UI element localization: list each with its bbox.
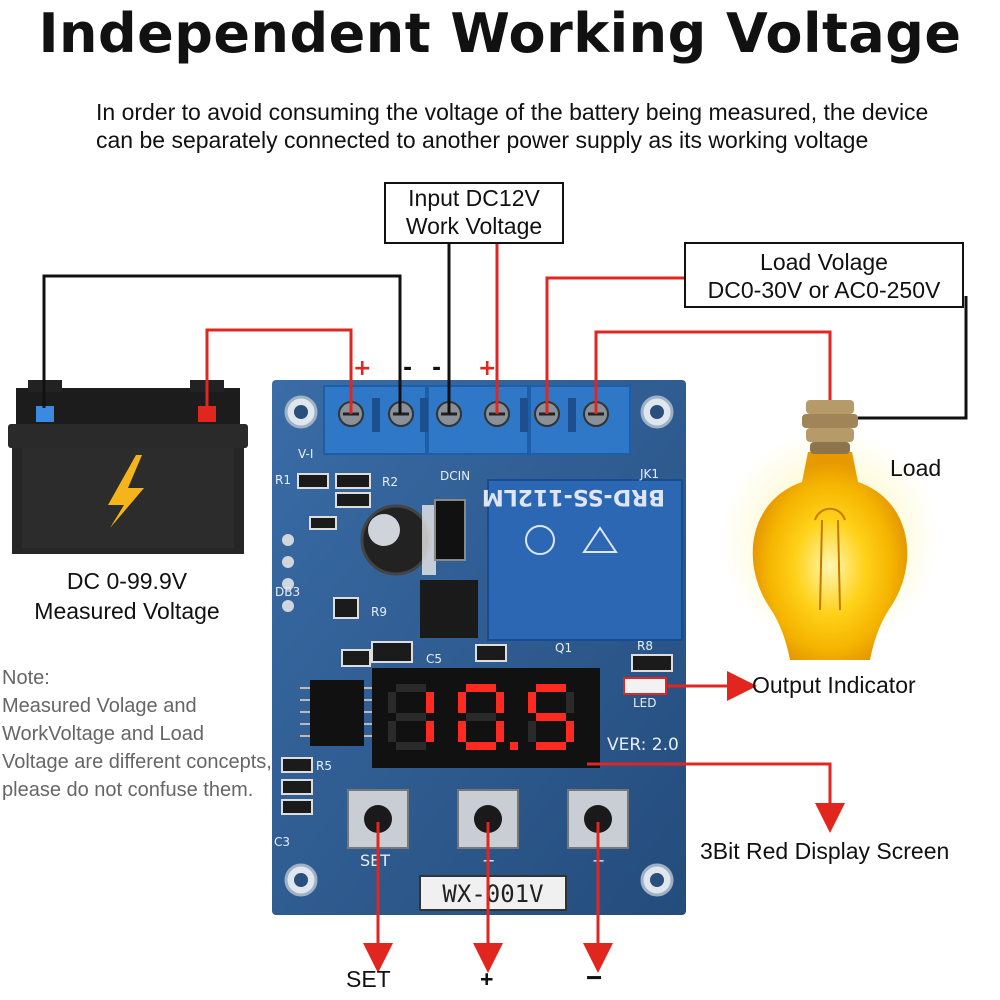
input-callout-line1: Input DC12V bbox=[408, 185, 540, 211]
terminal-mark-3: - bbox=[432, 356, 441, 381]
display-segment bbox=[396, 713, 426, 721]
board-model: WX-001V bbox=[442, 880, 543, 908]
display-segment bbox=[528, 721, 536, 742]
display-segment bbox=[458, 692, 466, 713]
terminal-mark-2: - bbox=[403, 356, 412, 381]
display-segment bbox=[466, 684, 496, 692]
display-segment bbox=[536, 713, 566, 721]
silk-jk1: JK1 bbox=[639, 467, 659, 481]
display-segment bbox=[566, 721, 574, 742]
display-digits bbox=[388, 684, 574, 750]
display-segment bbox=[496, 721, 504, 742]
display-segment bbox=[528, 692, 536, 713]
silk-q1: Q1 bbox=[555, 641, 572, 655]
input-callout-line2: Work Voltage bbox=[405, 213, 543, 239]
display-segment bbox=[388, 721, 396, 742]
lightning-icon bbox=[108, 455, 144, 528]
display-segment bbox=[426, 692, 434, 713]
silk-vi: V-I bbox=[298, 447, 313, 461]
input-voltage-callout: Input DC12V Work Voltage bbox=[384, 182, 564, 244]
battery-label-line2: Measured Voltage bbox=[34, 598, 220, 624]
display-segment bbox=[458, 721, 466, 742]
regulator bbox=[420, 580, 478, 638]
dc-jack bbox=[434, 499, 466, 561]
battery-label-line1: DC 0-99.9V bbox=[66, 568, 188, 594]
relay-icon: BRD-SS-112LM bbox=[482, 479, 683, 641]
display-segment bbox=[566, 692, 574, 713]
silk-r9: R9 bbox=[371, 605, 387, 619]
terminal-block bbox=[323, 385, 631, 455]
minus-label: − bbox=[586, 962, 603, 993]
plus-label: + bbox=[480, 966, 494, 992]
ic-chip bbox=[300, 680, 374, 746]
display-decimal-point bbox=[510, 742, 518, 750]
display-segment bbox=[388, 692, 396, 713]
load-label: Load bbox=[890, 455, 942, 481]
display-segment bbox=[466, 742, 496, 750]
set-label: SET bbox=[346, 966, 391, 992]
display-segment bbox=[496, 692, 504, 713]
silk-dcin: DCIN bbox=[440, 469, 470, 483]
silk-r8: R8 bbox=[637, 639, 653, 653]
silk-r2: R2 bbox=[382, 475, 398, 489]
silk-c3: C3 bbox=[274, 835, 290, 849]
relay-model: BRD-SS-112LM bbox=[482, 484, 665, 509]
note-heading: Note: bbox=[2, 667, 50, 689]
silk-r1: R1 bbox=[275, 473, 291, 487]
note: Note: Measured Volage and WorkVoltage an… bbox=[2, 664, 272, 804]
silk-led: LED bbox=[633, 696, 657, 710]
terminal-mark-1: + bbox=[353, 356, 371, 381]
load-voltage-callout: Load Volage DC0-30V or AC0-250V bbox=[684, 242, 964, 308]
board-set-label: SET bbox=[360, 851, 390, 870]
silk-db3: DB3 bbox=[275, 585, 300, 599]
note-body: Measured Volage and WorkVoltage and Load… bbox=[2, 695, 272, 801]
silk-r5: R5 bbox=[316, 759, 332, 773]
intro-text: In order to avoid consuming the voltage … bbox=[96, 99, 929, 153]
display-segment bbox=[396, 684, 426, 692]
light-bulb-icon bbox=[720, 400, 940, 660]
load-callout-line2: DC0-30V or AC0-250V bbox=[707, 277, 941, 303]
output-led bbox=[623, 677, 667, 695]
display-segment bbox=[466, 713, 496, 721]
pcb-board: BRD-SS-112LM bbox=[272, 380, 686, 915]
display-screen-label: 3Bit Red Display Screen bbox=[700, 838, 950, 864]
display-segment bbox=[426, 721, 434, 742]
display-segment bbox=[536, 684, 566, 692]
output-indicator-label: Output Indicator bbox=[752, 672, 916, 698]
load-callout-line1: Load Volage bbox=[760, 249, 888, 275]
battery-icon bbox=[8, 380, 248, 554]
battery-label: DC 0-99.9V Measured Voltage bbox=[0, 566, 254, 626]
display-segment bbox=[396, 742, 426, 750]
terminal-mark-4: + bbox=[478, 356, 496, 381]
board-version: VER: 2.0 bbox=[607, 735, 679, 755]
display-segment bbox=[536, 742, 566, 750]
wires bbox=[42, 244, 968, 973]
capacitor bbox=[360, 504, 436, 576]
page-title: Independent Working Voltage bbox=[38, 2, 962, 65]
silk-c5: C5 bbox=[426, 652, 442, 666]
